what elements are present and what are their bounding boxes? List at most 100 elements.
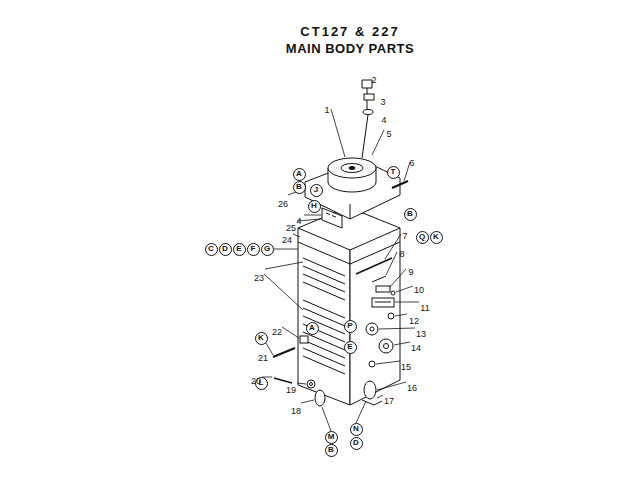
left-panel-parts-part [307,380,315,388]
left-panel-parts-part [300,336,308,343]
callout-number: 9 [408,268,413,277]
callout-number-holder: 15 [401,356,411,374]
reference-letter-circle: K [430,231,443,244]
callout-number-holder: 4 [296,210,301,228]
side-rod [392,181,408,188]
fan-motor-part [349,167,355,170]
callout-number: 23 [254,274,264,283]
reference-letter: A [309,324,315,332]
vent-slats-part [303,300,345,374]
leader-lines-part [385,234,401,259]
right-panel-parts-part [391,291,395,295]
left-panel-parts-part [274,378,292,383]
callout-number: 5 [386,130,391,139]
callout-number-holder: 17 [384,390,394,408]
leader-lines-part [377,395,383,398]
leader-lines-part [390,269,406,287]
reference-letter: A [296,170,302,178]
right-panel-parts-part [369,361,375,367]
reference-letter: D [353,439,359,447]
leader-lines-part [404,162,410,181]
leader-lines-part [264,262,303,310]
reference-letter: E [347,343,352,351]
side-rod-part [392,181,408,188]
reference-letter: M [328,433,335,441]
callout-number-holder: 2 [371,69,376,87]
leader-lines-part [386,252,397,275]
callout-number-holder: 8 [399,243,404,261]
callout-number: 15 [401,363,411,372]
callout-number: 25 [286,224,296,233]
callout-number-holder: 4 [381,109,386,127]
callout-number: 4 [381,116,386,125]
reference-letter-circle: F [247,243,260,256]
callout-number-holder: 19 [286,379,296,397]
reference-letter-circle: C [205,243,218,256]
reference-letter-circle: T [387,166,400,179]
reference-letter-circle: A [293,168,306,181]
leader-lines-part [376,361,400,364]
callout-number-holder: 14 [411,337,421,355]
callout-number-holder: 22 [272,321,282,339]
leader-lines-part [297,383,306,384]
reference-letter: B [407,210,413,218]
reference-letter: G [264,245,270,253]
reference-letter-circle: G [261,243,274,256]
reference-letter: D [222,245,228,253]
vent-slats [303,258,345,374]
callout-number-holder: 26 [278,193,288,211]
reference-letter: E [236,245,241,253]
leader-lines-part [293,234,300,237]
power-cord-part [364,94,374,100]
title-block: CT127 & 227 MAIN BODY PARTS [282,23,418,57]
callout-number-holder: 9 [408,261,413,279]
reference-letter-circle: D [350,437,363,450]
right-panel-parts-part [388,313,394,319]
leader-lines-part [395,302,419,303]
reference-letter: Q [419,233,425,241]
callout-number: 10 [414,286,424,295]
control-box-part [322,208,342,228]
callout-number: 3 [380,98,385,107]
callout-number: 8 [399,250,404,259]
leader-lines-part [282,327,299,338]
right-panel-parts-part [356,258,392,274]
callout-number-holder: 16 [407,377,417,395]
fan-motor [328,158,376,192]
callout-number: 24 [282,236,292,245]
right-panel-parts-part [384,344,389,349]
leader-lines-part [331,109,345,157]
callout-number: 21 [258,354,268,363]
callout-number: 26 [278,200,288,209]
control-box-part [326,213,336,217]
reference-letter-circle: B [293,181,306,194]
right-panel-parts [356,258,395,367]
cabinet-body [298,207,400,405]
reference-letter: K [433,233,439,241]
callout-number-holder: 20 [251,370,261,388]
callout-number: 17 [384,397,394,406]
callout-number: 20 [251,377,261,386]
reference-letter-circle: H [308,200,321,213]
reference-letter: C [208,245,214,253]
callout-number: 4 [296,217,301,226]
callout-number: 2 [371,76,376,85]
left-panel-parts-part [273,348,295,357]
casters [315,381,382,406]
callout-number: 14 [411,344,421,353]
leader-lines-part [304,215,321,216]
callout-number-holder: 18 [291,400,301,418]
callout-number: 12 [409,317,419,326]
callout-number: 22 [272,328,282,337]
power-cord-part [363,110,373,115]
fan-motor-part [341,164,363,173]
reference-letter: B [296,183,302,191]
callout-number-holder: 12 [409,310,419,328]
reference-letter-circle: M [325,431,338,444]
reference-letter-circle: P [344,320,357,333]
cabinet-body-part [298,228,350,405]
top-tray [305,160,400,219]
leader-lines-part [356,401,366,423]
callout-number-holder: 25 [286,217,296,235]
